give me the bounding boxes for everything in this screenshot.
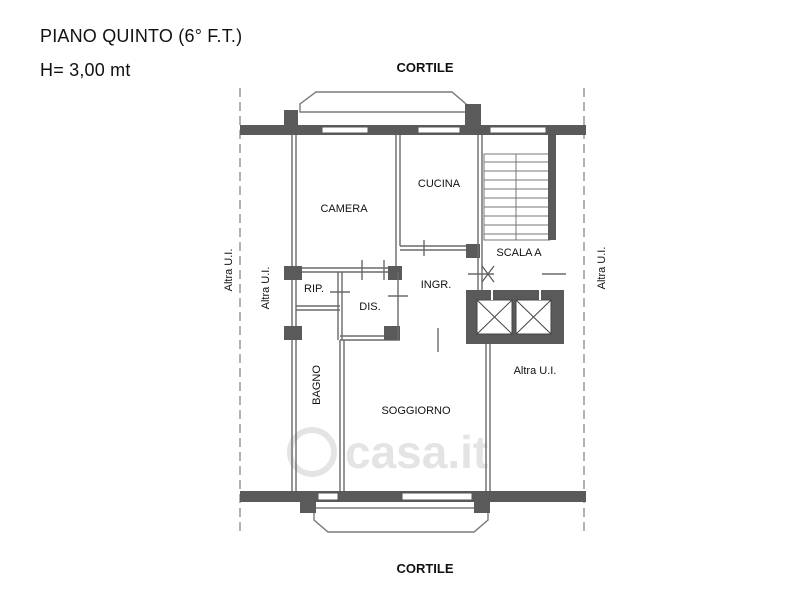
- label-cucina: CUCINA: [418, 178, 461, 190]
- label-cortile-top: CORTILE: [396, 60, 453, 75]
- elevator-block: [466, 290, 564, 344]
- pillar-bottom-left: [300, 491, 316, 513]
- plan-title: PIANO QUINTO (6° F.T.): [40, 26, 243, 46]
- pillar-bottom-right: [474, 491, 490, 513]
- window-scala: [489, 126, 547, 134]
- label-cortile-bottom: CORTILE: [396, 561, 453, 576]
- bay-window-bottom: [313, 507, 489, 533]
- door-entrance-icon: [481, 265, 495, 283]
- window-soggiorno: [401, 492, 473, 501]
- house-icon: [287, 427, 337, 477]
- elevator-icon: [515, 299, 552, 335]
- window-cucina: [417, 126, 461, 134]
- window-camera: [321, 126, 369, 134]
- wall-top: [240, 125, 586, 135]
- label-ripostiglio: RIP.: [304, 283, 324, 295]
- label-camera: CAMERA: [320, 203, 368, 215]
- label-altra-ui-left-outer: Altra U.I.: [223, 249, 235, 292]
- window-bagno: [317, 492, 339, 501]
- label-disimpegno: DIS.: [359, 301, 380, 313]
- pillar-top-mid: [465, 104, 481, 135]
- label-ingresso: INGR.: [421, 279, 452, 291]
- label-altra-ui-left-inner: Altra U.I.: [260, 267, 272, 310]
- label-bagno: BAGNO: [311, 365, 323, 405]
- ceiling-height: H= 3,00 mt: [40, 60, 131, 80]
- label-altra-ui-right-outer: Altra U.I.: [596, 247, 608, 290]
- label-scala: SCALA A: [496, 247, 542, 259]
- watermark-text: casa.it: [345, 426, 488, 478]
- pillar-top-left: [284, 110, 298, 135]
- label-soggiorno: SOGGIORNO: [381, 405, 451, 417]
- elevator-icon: [476, 299, 513, 335]
- staircase: [483, 135, 556, 241]
- label-altra-ui-right-lower: Altra U.I.: [514, 365, 557, 377]
- bay-window-top: [299, 91, 467, 113]
- watermark: casa.it: [287, 426, 488, 478]
